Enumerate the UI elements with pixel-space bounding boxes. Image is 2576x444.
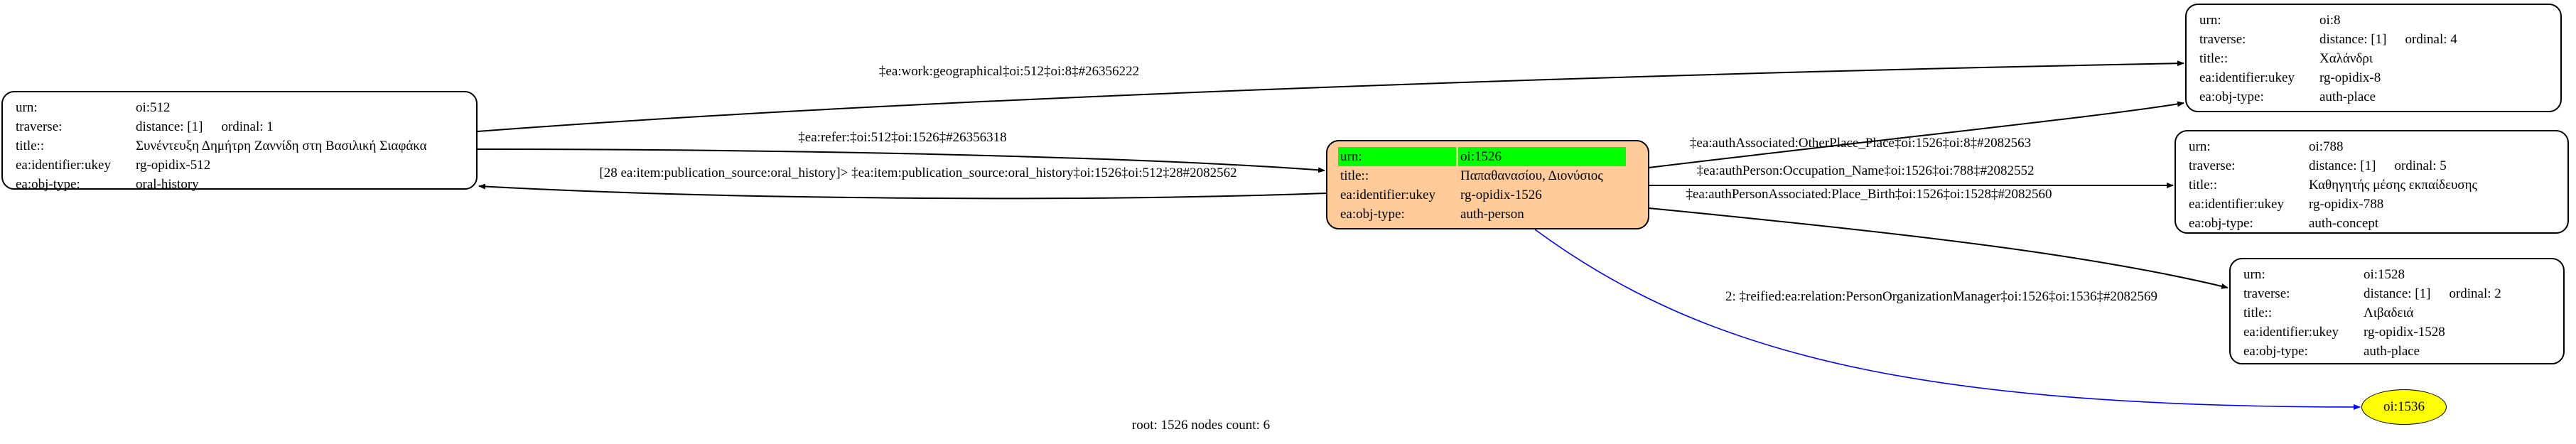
ordinal-value: ordinal: 2 xyxy=(2449,286,2501,301)
title-key: title:: xyxy=(1340,168,1369,183)
node-oi-788[interactable]: urn: oi:788 traverse: distance: [1] ordinal… xyxy=(2174,130,2569,234)
edge-1526-to-8[interactable] xyxy=(1648,101,2184,168)
urn-key: urn: xyxy=(2243,266,2265,282)
urn-key: urn: xyxy=(16,99,38,115)
urn-key: urn: xyxy=(2189,139,2211,154)
title-value: Λιβαδειά xyxy=(2364,305,2414,320)
ukey-value: rg-opidix-1526 xyxy=(1460,187,1542,202)
type-key: ea:obj-type: xyxy=(1340,206,1405,222)
node-oi-1536[interactable]: oi:1536 xyxy=(2361,389,2447,425)
ukey-key: ea:identifier:ukey xyxy=(1340,187,1435,202)
node-oi-512[interactable]: urn: oi:512 traverse: distance: [1] ordinal… xyxy=(1,91,478,192)
urn-value: oi:1528 xyxy=(2364,266,2405,282)
edge-label-1526-to-8: ‡ea:authAssociated:OtherPlace_Place‡oi:1… xyxy=(1690,136,2031,151)
ukey-value: rg-opidix-8 xyxy=(2319,70,2381,85)
ukey-key: ea:identifier:ukey xyxy=(16,157,111,173)
type-value: auth-place xyxy=(2364,343,2420,359)
type-key: ea:obj-type: xyxy=(16,176,80,192)
urn-value: oi:512 xyxy=(136,99,171,115)
graph-footer: root: 1526 nodes count: 6 xyxy=(1131,418,1271,433)
urn-value: oi:8 xyxy=(2319,12,2341,28)
edge-label-512-to-1526: ‡ea:refer:‡oi:512‡oi:1526‡#26356318 xyxy=(798,130,1006,145)
edge-label-512-to-8: ‡ea:work:geographical‡oi:512‡oi:8‡#26356… xyxy=(879,64,1139,79)
node-label: oi:1536 xyxy=(2383,399,2425,414)
ukey-key: ea:identifier:ukey xyxy=(2243,324,2339,340)
node-oi-8[interactable]: urn: oi:8 traverse: distance: [1] ordinal: … xyxy=(2185,4,2562,112)
urn-value: oi:788 xyxy=(2309,139,2344,154)
type-key: ea:obj-type: xyxy=(2189,215,2253,231)
node-oi-1526-root[interactable]: urn:oi:1526 title::Παπαθανασίου, Διονύσι… xyxy=(1326,140,1649,229)
type-value: auth-person xyxy=(1460,206,1524,222)
edge-label-1526-to-1536: 2: ‡reified:ea:relation:PersonOrganizati… xyxy=(1725,289,2157,304)
title-key: title:: xyxy=(2189,177,2218,193)
title-value: Συνέντευξη Δημήτρη Ζαννίδη στη Βασιλική … xyxy=(136,138,427,153)
urn-key: urn: xyxy=(2199,12,2221,28)
distance-value: distance: [1] xyxy=(2319,31,2387,47)
traverse-key: traverse: xyxy=(16,119,63,134)
traverse-key: traverse: xyxy=(2189,158,2236,173)
ukey-value: rg-opidix-1528 xyxy=(2364,324,2445,340)
edge-512-to-8[interactable] xyxy=(477,60,2184,132)
ukey-key: ea:identifier:ukey xyxy=(2199,70,2295,85)
ordinal-value: ordinal: 4 xyxy=(2405,31,2457,47)
node-oi-1528[interactable]: urn: oi:1528 traverse: distance: [1] ordina… xyxy=(2229,258,2565,364)
ordinal-value: ordinal: 1 xyxy=(221,119,274,134)
edge-512-to-1526[interactable] xyxy=(477,148,1325,173)
type-value: auth-place xyxy=(2319,89,2376,104)
urn-value: oi:1526 xyxy=(1458,147,1626,166)
title-value: Παπαθανασίου, Διονύσιος xyxy=(1460,168,1603,183)
title-key: title:: xyxy=(16,138,45,153)
edge-1526-to-1528[interactable] xyxy=(1648,207,2229,289)
ukey-key: ea:identifier:ukey xyxy=(2189,196,2284,212)
type-value: oral-history xyxy=(136,176,199,192)
type-key: ea:obj-type: xyxy=(2199,89,2264,104)
distance-value: distance: [1] xyxy=(2309,158,2376,173)
distance-value: distance: [1] xyxy=(2364,286,2431,301)
ukey-value: rg-opidix-788 xyxy=(2309,196,2384,212)
title-key: title:: xyxy=(2199,50,2229,66)
edge-label-1526-to-788: ‡ea:authPerson:Occupation_Name‡oi:1526‡o… xyxy=(1697,163,2035,178)
title-key: title:: xyxy=(2243,305,2273,320)
edge-1526-to-1536[interactable] xyxy=(1534,229,2361,410)
title-value: Χαλάνδρι xyxy=(2319,50,2373,66)
urn-key: urn: xyxy=(1338,147,1456,166)
traverse-key: traverse: xyxy=(2243,286,2290,301)
ordinal-value: ordinal: 5 xyxy=(2394,158,2447,173)
edge-label-1526-to-1528: ‡ea:authPersonAssociated:Place_Birth‡oi:… xyxy=(1686,187,2052,202)
edge-1526-to-512[interactable] xyxy=(478,183,1327,200)
ukey-value: rg-opidix-512 xyxy=(136,157,211,173)
traverse-key: traverse: xyxy=(2199,31,2246,47)
type-key: ea:obj-type: xyxy=(2243,343,2308,359)
title-value: Καθηγητής μέσης εκπαίδευσης xyxy=(2309,177,2478,193)
type-value: auth-concept xyxy=(2309,215,2379,231)
edge-label-1526-to-512: [28 ea:item:publication_source:oral_hist… xyxy=(599,166,1236,180)
distance-value: distance: [1] xyxy=(136,119,203,134)
